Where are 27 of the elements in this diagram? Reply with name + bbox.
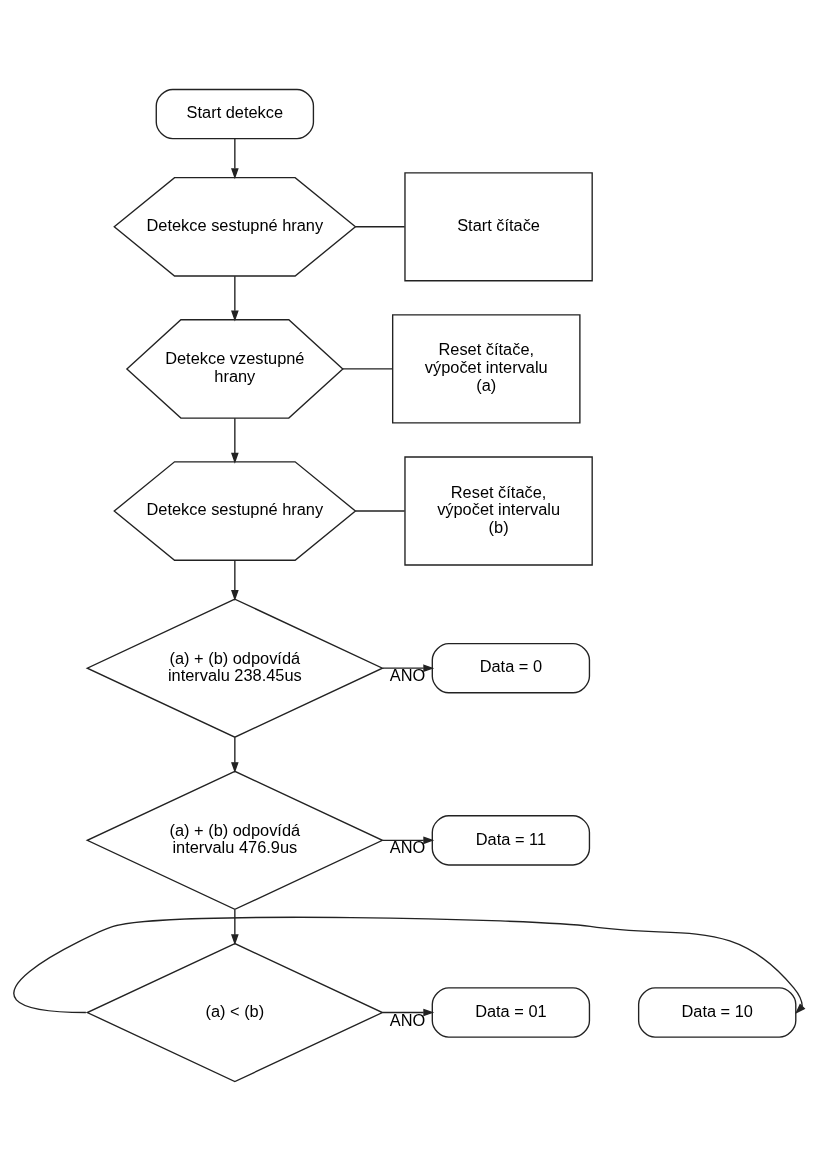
node-box: Start čítače [404,172,593,282]
arrow [381,664,435,672]
connector [354,510,406,512]
arrow [231,275,239,322]
node-box: Data = 01 [431,987,591,1038]
node-diamond: (a) < (b) [85,942,385,1083]
node-diamond: (a) + (b) odpovídá intervalu 476.9us [85,770,385,911]
arrow [231,417,239,464]
connector [342,368,393,370]
arrow [231,559,239,602]
node-box: Data = 0 [431,642,591,694]
edge-label: ANO [389,666,426,685]
node-box: Data = 10 [637,987,797,1038]
arrow [231,908,239,946]
node-box: Reset čítače, výpočet intervalu (a) [392,314,581,424]
edge-label: ANO [389,1010,426,1029]
edge-label: ANO [389,838,426,857]
connector [354,226,406,228]
arrow [381,836,435,845]
arrow [381,1008,435,1017]
arrow [13,916,806,1014]
arrow [231,138,239,180]
node-box: Data = 11 [431,815,591,866]
node-box: Start detekce [155,88,315,140]
node-box: Reset čítače, výpočet intervalu (b) [404,456,593,566]
node-diamond: (a) + (b) odpovídá intervalu 238.45us [85,598,385,738]
arrow [231,736,239,774]
